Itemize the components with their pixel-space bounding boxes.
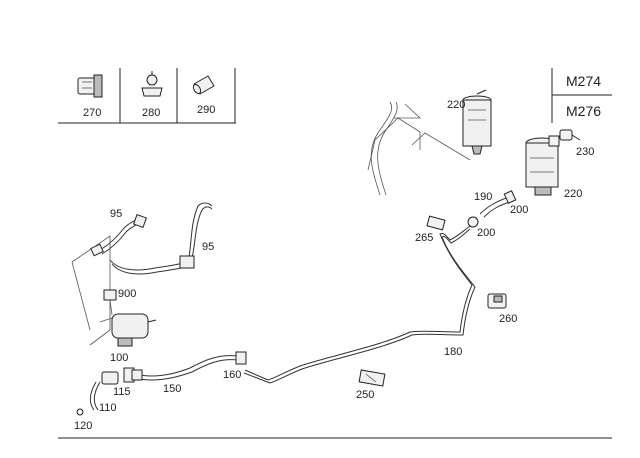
callout-label: 230 [576, 146, 594, 158]
engine-code: M276 [566, 103, 601, 119]
sensor-900 [103, 289, 117, 316]
clip-265 [426, 215, 446, 231]
callout-label: 200 [510, 204, 528, 216]
valve-230 [559, 129, 581, 141]
clip-icon [77, 74, 103, 98]
callout-label: 115 [113, 386, 131, 398]
legend-table: 270 280 290 [58, 68, 236, 124]
legend-number: 270 [83, 107, 101, 119]
callout-label: 220 [564, 188, 582, 200]
legend-number: 280 [142, 107, 160, 119]
callout-label: 95 [110, 208, 122, 220]
callout-label: 200 [477, 227, 495, 239]
engine-code-box: M274 M276 [551, 68, 612, 123]
canister-220-lower [525, 135, 560, 196]
callout-label: 220 [447, 99, 465, 111]
callout-label: 110 [99, 402, 117, 414]
callout-label: 95 [202, 241, 214, 253]
bracket-260 [487, 293, 507, 309]
sleeve-icon [192, 75, 215, 95]
valve-icon [141, 71, 163, 97]
pump-100 [99, 313, 157, 347]
callout-label: 180 [444, 346, 462, 358]
connector-200-lower [467, 216, 479, 228]
callout-label: 250 [356, 389, 374, 401]
canister-220-upper [462, 89, 492, 155]
engine-code: M274 [566, 73, 601, 89]
callout-label: 120 [74, 420, 92, 432]
clamp-120 [76, 408, 84, 416]
callout-label: 100 [110, 352, 128, 364]
connector-200-upper [479, 190, 517, 218]
pipe-110 [89, 381, 101, 411]
connector-115 [101, 367, 135, 385]
callout-labels: 95 95 900 100 115 110 120 150 160 250 18… [74, 99, 594, 432]
callout-label: 900 [118, 288, 136, 300]
fuel-line-180 [243, 225, 476, 384]
clip-250 [358, 369, 386, 387]
legend-number: 290 [197, 104, 215, 116]
callout-label: 260 [499, 313, 517, 325]
callout-label: 160 [223, 369, 241, 381]
upper-right-assembly [367, 89, 581, 231]
callout-label: 190 [474, 191, 492, 203]
left-assembly [71, 202, 247, 416]
callout-label: 150 [163, 383, 181, 395]
callout-label: 265 [415, 232, 433, 244]
